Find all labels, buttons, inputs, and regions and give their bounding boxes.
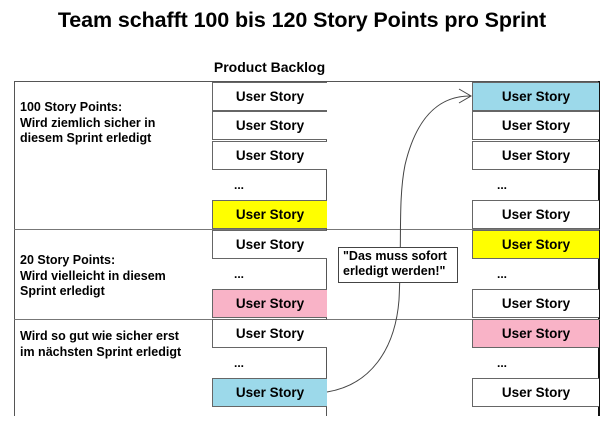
user-story-card: User Story [472, 378, 599, 407]
user-story-card: User Story [212, 230, 327, 259]
callout-line: "Das muss sofort [343, 249, 447, 263]
callout-line: erledigt werden!" [343, 264, 446, 278]
user-story-card: User Story [472, 319, 599, 348]
section-divider-1 [14, 229, 600, 230]
section-label-line: im nächsten Sprint erledigt [20, 344, 182, 359]
section-label-line: Sprint erledigt [20, 284, 105, 298]
diagram-title: Team schafft 100 bis 120 Story Points pr… [57, 8, 547, 32]
ellipsis: ... [497, 266, 508, 281]
user-story-card: User Story [472, 200, 599, 229]
product-backlog-heading: Product Backlog [213, 59, 326, 75]
frame-top-border [14, 81, 600, 82]
section-label-line: 100 Story Points: [20, 100, 123, 114]
arrow-curve [326, 95, 471, 393]
section-label-line: Wird so gut wie sicher erst [20, 329, 179, 343]
ellipsis: ... [497, 355, 508, 370]
user-story-card: User Story [472, 230, 599, 259]
user-story-card: User Story [472, 289, 599, 318]
section-label-line: Wird vielleicht in diesem [20, 268, 166, 283]
section-label-20-points: 20 Story Points: Wird vielleicht in dies… [20, 253, 166, 300]
section-label-line: Wird ziemlich sicher in [20, 115, 156, 130]
section-label-line: diesem Sprint erledigt [20, 131, 152, 145]
user-story-card: User Story [212, 141, 327, 170]
ellipsis: ... [234, 177, 245, 192]
user-story-card: User Story [212, 378, 327, 407]
user-story-card: User Story [212, 200, 327, 229]
arrowhead-icon [458, 88, 472, 104]
user-story-card: User Story [472, 141, 599, 170]
urgent-callout: "Das muss sofort erledigt werden!" [338, 247, 458, 283]
user-story-card: User Story [212, 111, 327, 140]
frame-left-border [14, 81, 15, 416]
ellipsis: ... [497, 177, 508, 192]
user-story-card: User Story [472, 82, 599, 111]
ellipsis: ... [234, 355, 245, 370]
section-label-next-sprint: Wird so gut wie sicher erst im nächsten … [20, 329, 181, 360]
ellipsis: ... [234, 266, 245, 281]
section-label-100-points: 100 Story Points: Wird ziemlich sicher i… [20, 100, 155, 147]
user-story-card: User Story [212, 82, 327, 111]
section-label-line: 20 Story Points: [20, 253, 116, 267]
frame-right-border [598, 81, 600, 416]
user-story-card: User Story [472, 111, 599, 140]
user-story-card: User Story [212, 289, 327, 318]
user-story-card: User Story [212, 319, 327, 348]
